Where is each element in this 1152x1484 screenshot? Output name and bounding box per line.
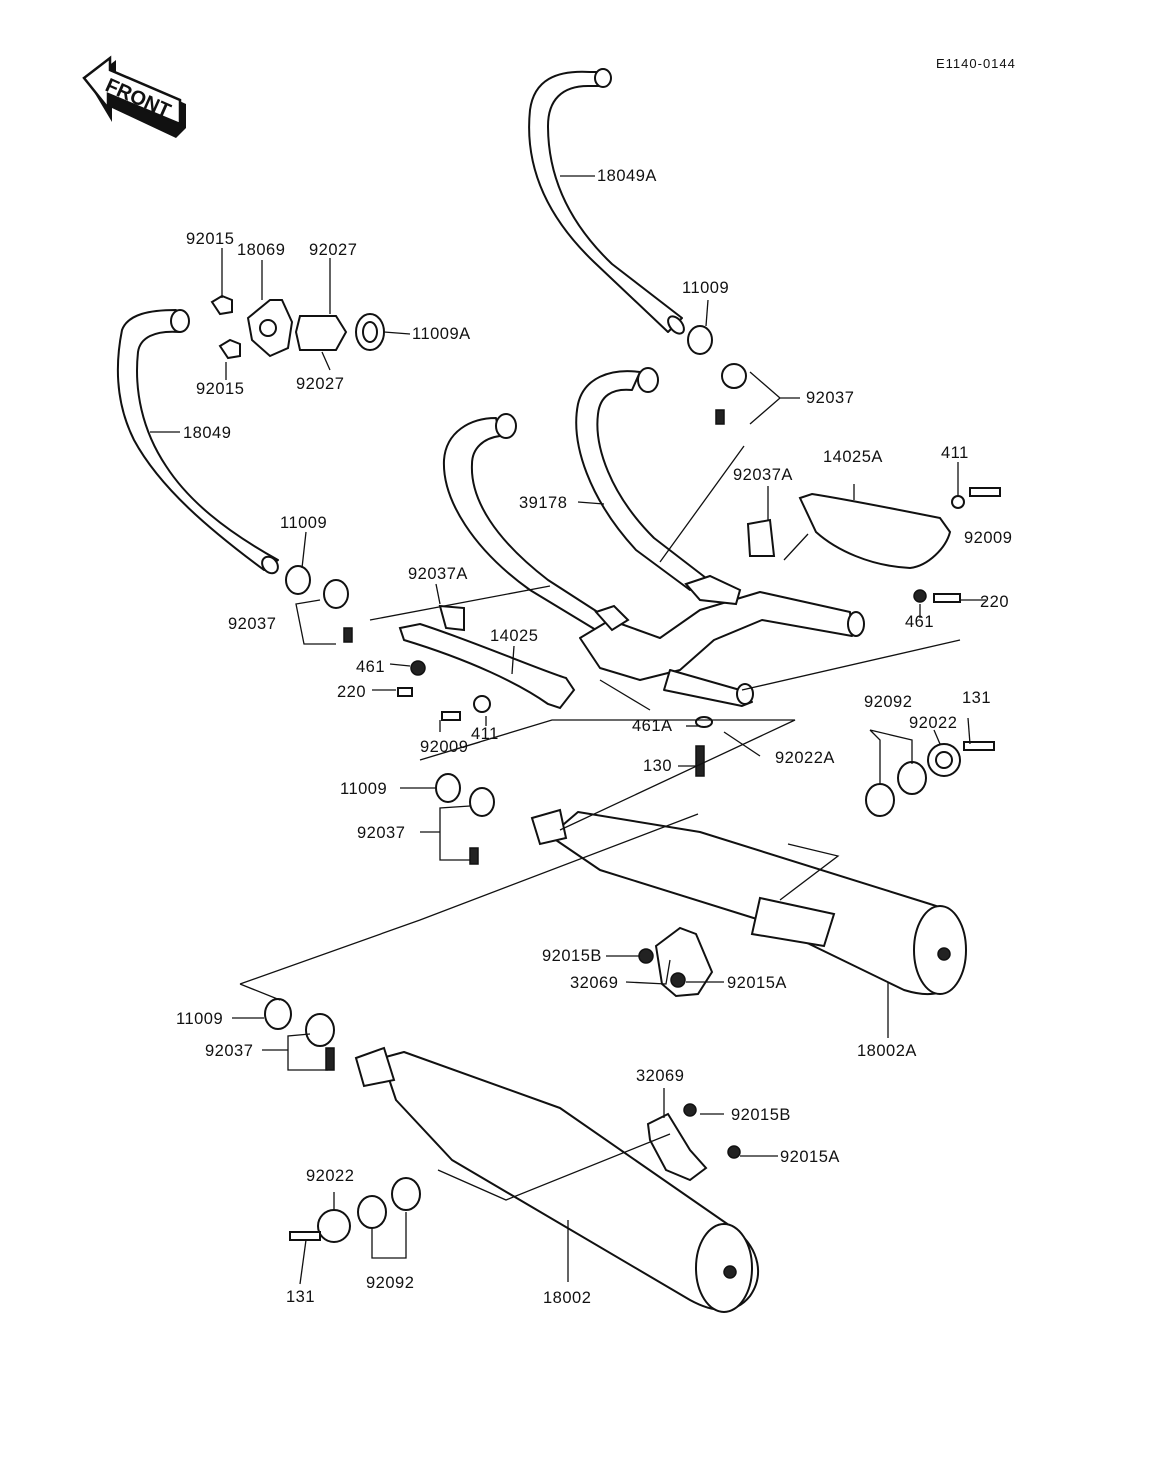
muffler-18002 <box>354 1046 760 1313</box>
heat-shield-14025 <box>398 622 576 710</box>
label-92092-low: 92092 <box>366 1274 414 1292</box>
label-130: 130 <box>643 757 672 775</box>
header-pipe-18049A <box>528 68 685 335</box>
label-220-left: 220 <box>337 683 366 701</box>
label-461-left: 461 <box>356 658 385 676</box>
label-11009-low: 11009 <box>176 1010 223 1028</box>
label-11009-top: 11009 <box>682 279 729 297</box>
label-92027-b: 92027 <box>296 375 344 393</box>
label-92037A-right: 92037A <box>733 466 793 484</box>
label-18049: 18049 <box>183 424 231 442</box>
label-92015B-low: 92015B <box>731 1106 791 1124</box>
leader-lines <box>150 175 986 1285</box>
label-14025: 14025 <box>490 627 538 645</box>
clamps-hardware <box>264 325 1001 1071</box>
part-labels: 18049A 11009 92037 18069 92015 92027 110… <box>176 167 1012 1307</box>
label-11009-left: 11009 <box>280 514 327 532</box>
label-18002: 18002 <box>543 1289 591 1307</box>
label-92022-low: 92022 <box>306 1167 354 1185</box>
label-11009A: 11009A <box>412 325 471 343</box>
label-92037-low: 92037 <box>205 1042 253 1060</box>
header-pipe-18049 <box>116 309 279 575</box>
muffler-18002A <box>530 808 967 998</box>
label-411-right: 411 <box>941 444 969 462</box>
label-92009-right: 92009 <box>964 529 1012 547</box>
label-92037-mid: 92037 <box>357 824 405 842</box>
flange-group <box>210 294 385 360</box>
label-92015-a: 92015 <box>186 230 234 248</box>
label-92015-b: 92015 <box>196 380 244 398</box>
label-220-right: 220 <box>980 593 1009 611</box>
label-39178: 39178 <box>519 494 567 512</box>
label-11009-mid: 11009 <box>340 780 387 798</box>
label-32069-low: 32069 <box>636 1067 684 1085</box>
label-92022-right: 92022 <box>909 714 957 732</box>
label-92009-left: 92009 <box>420 738 468 756</box>
collector-39178 <box>442 367 865 707</box>
heat-shield-14025A <box>798 492 952 570</box>
label-131-right: 131 <box>962 689 991 707</box>
label-461-right: 461 <box>905 613 934 631</box>
label-92037A-left: 92037A <box>408 565 468 583</box>
label-411-left: 411 <box>471 725 499 743</box>
label-461A: 461A <box>632 717 673 735</box>
label-18069: 18069 <box>237 241 285 259</box>
mount-group-right <box>865 741 995 817</box>
label-92092-right: 92092 <box>864 693 912 711</box>
label-92037-top: 92037 <box>806 389 854 407</box>
label-14025A: 14025A <box>823 448 883 466</box>
label-131-low: 131 <box>286 1288 315 1306</box>
front-arrow-icon: FRONT <box>82 55 186 138</box>
label-32069-mid: 32069 <box>570 974 618 992</box>
label-92037-left: 92037 <box>228 615 276 633</box>
label-92015A-low: 92015A <box>780 1148 840 1166</box>
label-18049A: 18049A <box>597 167 657 185</box>
mount-group-left <box>289 1177 421 1243</box>
label-92015A-mid: 92015A <box>727 974 787 992</box>
label-18002A: 18002A <box>857 1042 917 1060</box>
drawing-code: E1140-0144 <box>936 56 1016 71</box>
label-92027-a: 92027 <box>309 241 357 259</box>
label-92015B-mid: 92015B <box>542 947 602 965</box>
label-92022A: 92022A <box>775 749 835 767</box>
